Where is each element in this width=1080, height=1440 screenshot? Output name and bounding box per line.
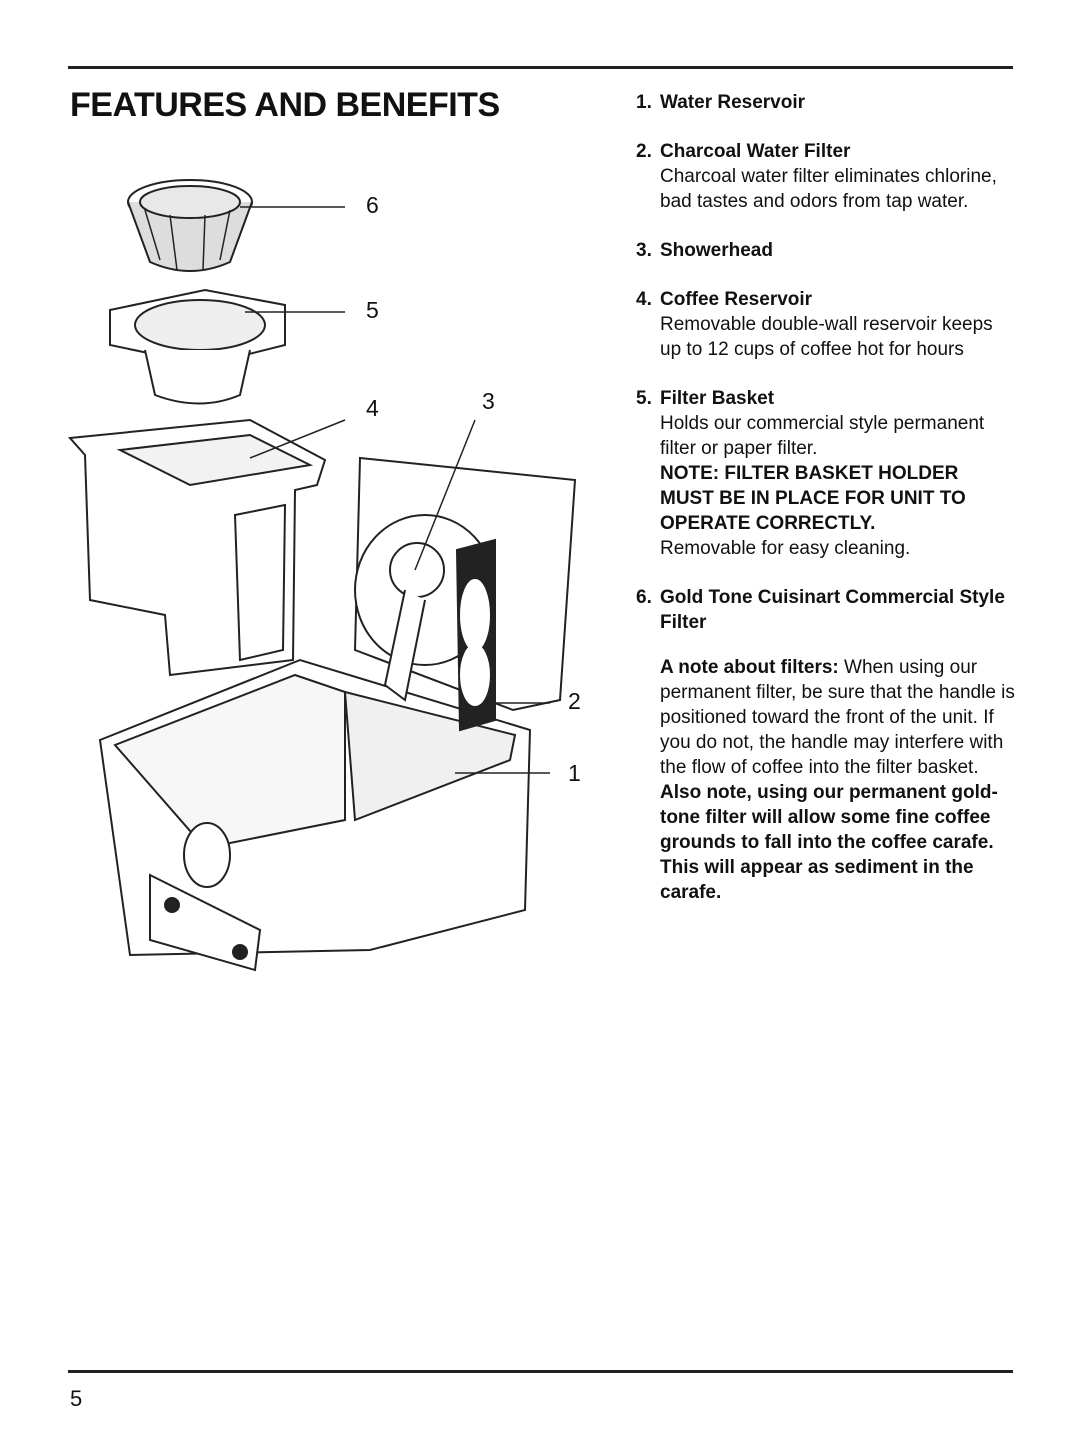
page-title: FEATURES AND BENEFITS: [70, 86, 500, 124]
feature-heading: Charcoal Water Filter: [660, 141, 851, 162]
feature-heading: Filter Basket: [660, 388, 775, 409]
leader-lines: [240, 206, 550, 774]
feature-showerhead: 3. Showerhead: [636, 238, 1016, 263]
feature-description-extra: Removable for easy cleaning.: [660, 538, 911, 559]
page-number: 5: [70, 1386, 83, 1411]
gold-tone-filter-drawing: [127, 179, 253, 272]
filter-note: A note about filters: When using our per…: [636, 655, 1016, 905]
feature-number: 3.: [636, 240, 652, 261]
filter-basket-drawing: [109, 288, 286, 405]
feature-number: 6.: [636, 587, 652, 608]
feature-number: 4.: [636, 289, 652, 310]
feature-heading: Gold Tone Cuisinart Commercial Style Fil…: [660, 587, 1005, 633]
feature-number: 2.: [636, 141, 652, 162]
top-rule: [68, 66, 1013, 69]
callout-1: 1: [568, 760, 581, 786]
feature-heading: Water Reservoir: [660, 92, 806, 113]
feature-gold-tone-filter: 6. Gold Tone Cuisinart Commercial Style …: [636, 585, 1016, 635]
callout-6: 6: [366, 192, 379, 218]
bottom-rule: [68, 1370, 1013, 1373]
lid-showerhead-drawing: [353, 456, 577, 732]
filter-note-text: When using our permanent filter, be sure…: [660, 657, 1015, 778]
feature-heading: Showerhead: [660, 240, 773, 261]
feature-description: Charcoal water filter eliminates chlorin…: [660, 166, 997, 212]
callout-2: 2: [568, 688, 581, 714]
filter-note-lead: A note about filters:: [660, 657, 839, 678]
feature-number: 5.: [636, 388, 652, 409]
feature-description: Holds our commercial style permanent fil…: [660, 413, 985, 459]
features-list: 1. Water Reservoir 2. Charcoal Water Fil…: [636, 90, 1016, 905]
feature-water-reservoir: 1. Water Reservoir: [636, 90, 1016, 115]
feature-heading: Coffee Reservoir: [660, 289, 813, 310]
filter-basket-note: NOTE: FILTER BASKET HOLDER MUST BE IN PL…: [660, 463, 966, 534]
coffee-maker-illustration: [55, 140, 615, 980]
coffee-reservoir-drawing: [67, 418, 327, 677]
brewer-body-drawing: [98, 658, 532, 972]
filter-note-also: Also note, using our permanent gold-tone…: [660, 782, 998, 903]
callout-4: 4: [366, 395, 379, 421]
callout-5: 5: [366, 297, 379, 323]
feature-description: Removable double-wall reservoir keeps up…: [660, 314, 993, 360]
feature-number: 1.: [636, 92, 652, 113]
feature-charcoal-water-filter: 2. Charcoal Water Filter Charcoal water …: [636, 139, 1016, 214]
feature-filter-basket: 5. Filter Basket Holds our commercial st…: [636, 386, 1016, 561]
callout-3: 3: [482, 388, 495, 414]
feature-coffee-reservoir: 4. Coffee Reservoir Removable double-wal…: [636, 287, 1016, 362]
